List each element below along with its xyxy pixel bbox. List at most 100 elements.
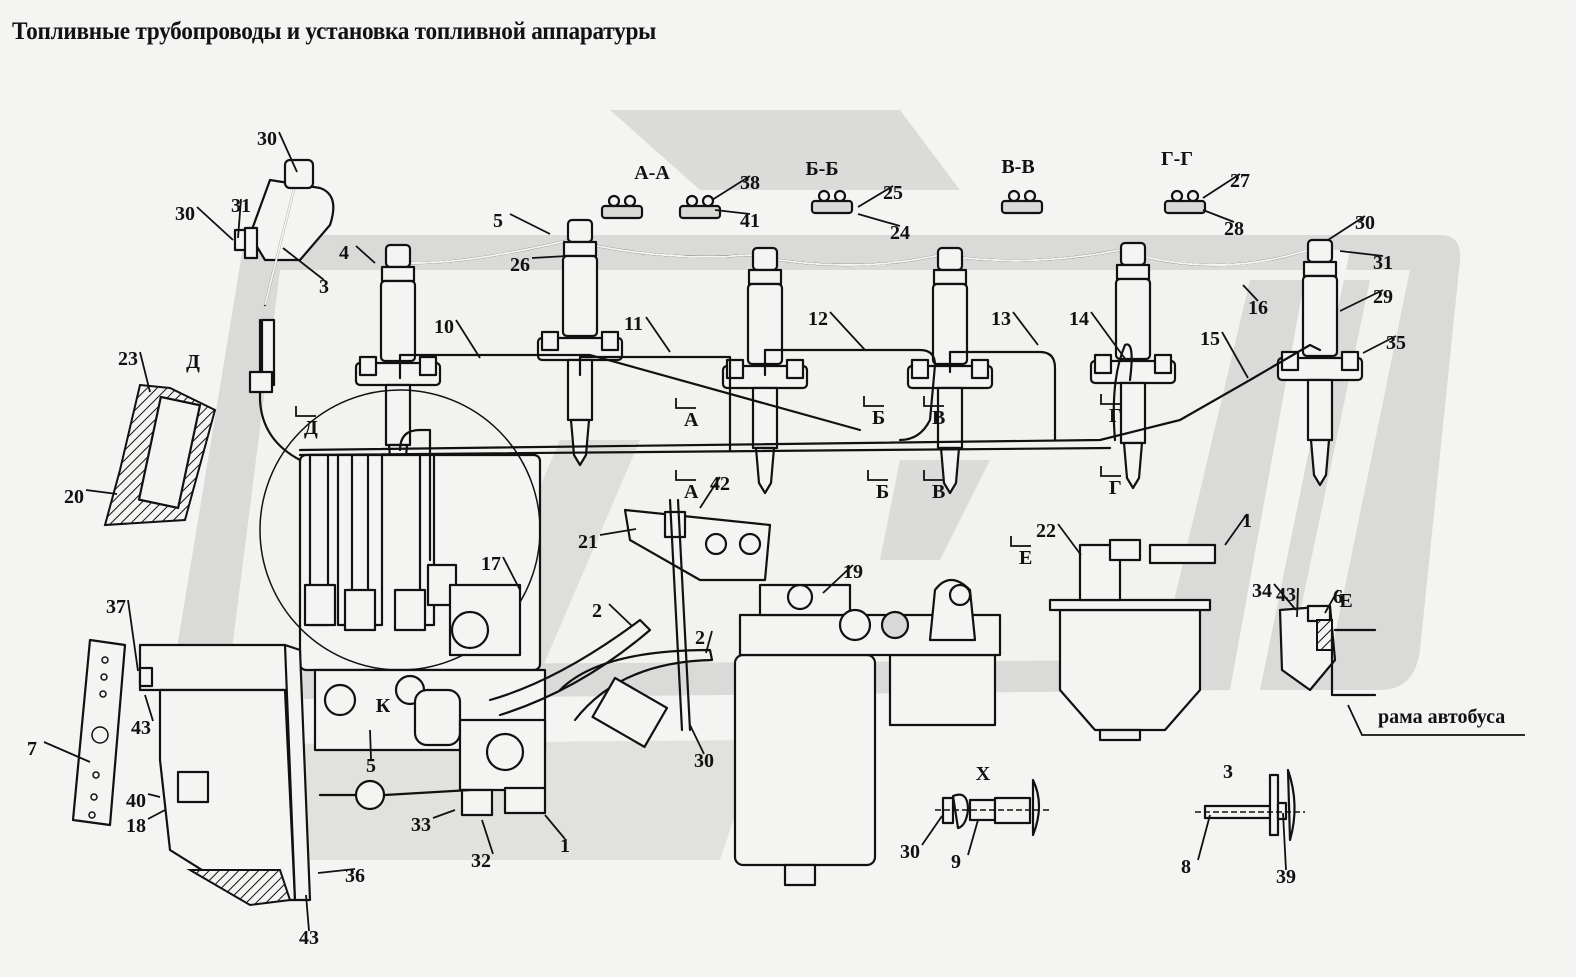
part-number-20: 20 [64,486,84,508]
cut-label: Б [876,481,889,503]
part-number-35: 35 [1386,332,1406,354]
section-label: Г-Г [1161,148,1193,170]
leader-line [829,311,866,351]
section-label: А-А [634,162,670,184]
part-number-8: 8 [1181,856,1191,878]
part-number-15: 15 [1200,328,1220,350]
pipe-clamp [678,194,722,220]
part-number-2: 2 [695,627,705,649]
part-number-37: 37 [106,596,126,618]
part-number-1: 1 [560,835,570,857]
part-number-43: 43 [299,927,319,949]
part-number-18: 18 [126,815,146,837]
injector [1276,238,1364,487]
coarse-fuel-filter [1048,538,1217,742]
leader-line [967,819,979,856]
part-number-6: 6 [1333,586,1343,608]
part-number-5: 5 [366,755,376,777]
leader-line [1273,583,1297,611]
part-number-3: 3 [319,276,329,298]
cut-arrow [1100,466,1121,477]
part-number-5: 5 [493,210,503,232]
leader-line [531,255,568,259]
leader-line [43,741,91,763]
leader-line [355,245,376,264]
part-number-2: 2 [592,600,602,622]
cut-label: Б [872,407,885,429]
leader-line [237,198,242,239]
cut-label: Г [1109,477,1122,499]
part-number-4: 4 [339,242,349,264]
leader-line [714,209,751,215]
part-number-43: 43 [1276,584,1296,606]
leader-line [127,599,139,672]
leader-line [1057,523,1082,556]
part-number-9: 9 [951,851,961,873]
high-pressure-lines [258,318,1322,462]
cut-label: А [684,481,699,503]
part-number-13: 13 [991,308,1011,330]
leader-line [1362,335,1397,354]
section-clamps [600,189,1207,220]
leader-line [1012,311,1039,346]
cut-label: Е [1019,547,1032,569]
part-number-17: 17 [481,553,501,575]
part-number-43: 43 [131,717,151,739]
drain-line-16 [393,238,1322,267]
leader-line [1327,215,1366,241]
section-label: К [376,695,391,717]
leader-line [1202,209,1235,223]
section-label: 3 [1223,761,1233,783]
leader-line [1296,587,1299,618]
pipe-clamp [600,194,644,220]
cut-arrow [675,470,696,481]
injector [1089,241,1177,490]
control-rod [623,498,772,732]
part-number-7: 7 [27,738,37,760]
leader-line [711,175,751,201]
part-number-1: 1 [1242,510,1252,532]
leader-line [85,489,118,495]
leader-line [1339,250,1384,257]
part-number-27: 27 [1230,170,1250,192]
leader-line [144,694,154,722]
part-number-38: 38 [740,172,760,194]
leader-line [369,729,372,760]
pipe-clamp [1163,189,1207,215]
part-number-30: 30 [694,750,714,772]
leader-line [705,630,713,654]
cut-arrow [675,398,696,409]
leader-line [599,528,637,536]
part-number-30: 30 [1355,212,1375,234]
leader-line [282,247,325,281]
fine-fuel-filter [733,578,1002,887]
injector [721,246,809,495]
leader-line [502,556,521,591]
section-e-frame [1278,604,1525,736]
frame-label: рама автобуса [1378,706,1505,728]
part-number-14: 14 [1069,308,1089,330]
section-label: Е [1339,590,1352,612]
leader-lines [43,131,1397,932]
leader-line [857,185,894,208]
detail-x [935,778,1052,837]
leader-line [509,213,551,235]
part-number-32: 32 [471,850,491,872]
pipe-clamp [1000,189,1044,215]
leader-line [1224,513,1248,546]
detail-3 [1195,768,1305,842]
part-number-41: 41 [740,210,760,232]
cut-arrow [1010,536,1031,547]
leader-line [481,819,494,855]
section-d-detail [103,383,217,527]
leader-line [1339,289,1384,312]
part-number-30: 30 [175,203,195,225]
leader-line [608,603,633,627]
leader-line [455,319,481,359]
part-number-26: 26 [510,254,530,276]
leader-line [196,206,234,241]
leader-line [317,868,356,874]
part-number-10: 10 [434,316,454,338]
